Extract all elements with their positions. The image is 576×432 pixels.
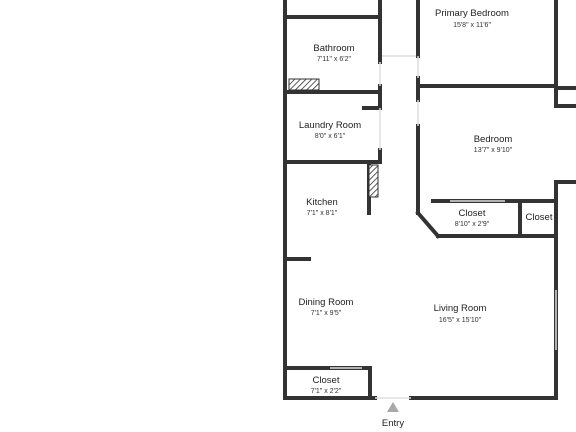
- closet-bedroom-dims: 8'10" x 2'9": [455, 221, 490, 228]
- door-openings: [330, 55, 557, 399]
- closet-entry-dims: 7'1" x 2'2": [311, 388, 342, 395]
- bathroom-dims: 7'11" x 6'2": [317, 56, 351, 63]
- closet-small-name: Closet: [526, 212, 553, 223]
- closet-bedroom-name: Closet: [459, 208, 486, 219]
- walls: [283, 0, 576, 400]
- bedroom-dims: 13'7" x 9'10": [474, 147, 513, 154]
- dining-room-dims: 7'1" x 9'5": [311, 310, 342, 317]
- living-room-name: Living Room: [434, 303, 487, 314]
- closet-angled-wall-left: [415, 210, 441, 239]
- bathroom-fixture-hatch: [288, 78, 320, 91]
- primary-bedroom-dims: 15'8" x 11'6": [453, 22, 491, 29]
- kitchen-dims: 7'1" x 8'1": [307, 210, 338, 217]
- primary-bedroom-name: Primary Bedroom: [435, 8, 509, 19]
- room-labels: Primary Bedroom 15'8" x 11'6" Bathroom 7…: [299, 8, 553, 395]
- laundry-room-name: Laundry Room: [299, 120, 361, 131]
- laundry-room-dims: 8'0" x 6'1": [315, 133, 346, 140]
- living-room-dims: 16'5" x 15'10": [439, 317, 482, 324]
- kitchen-fixture-hatch: [368, 164, 379, 198]
- bathroom-name: Bathroom: [313, 43, 354, 54]
- kitchen-name: Kitchen: [306, 197, 338, 208]
- bedroom-name: Bedroom: [474, 134, 513, 145]
- entry-label: Entry: [382, 418, 404, 429]
- closet-entry-name: Closet: [313, 375, 340, 386]
- dining-room-name: Dining Room: [299, 297, 354, 308]
- triangle-up-icon: [387, 402, 399, 412]
